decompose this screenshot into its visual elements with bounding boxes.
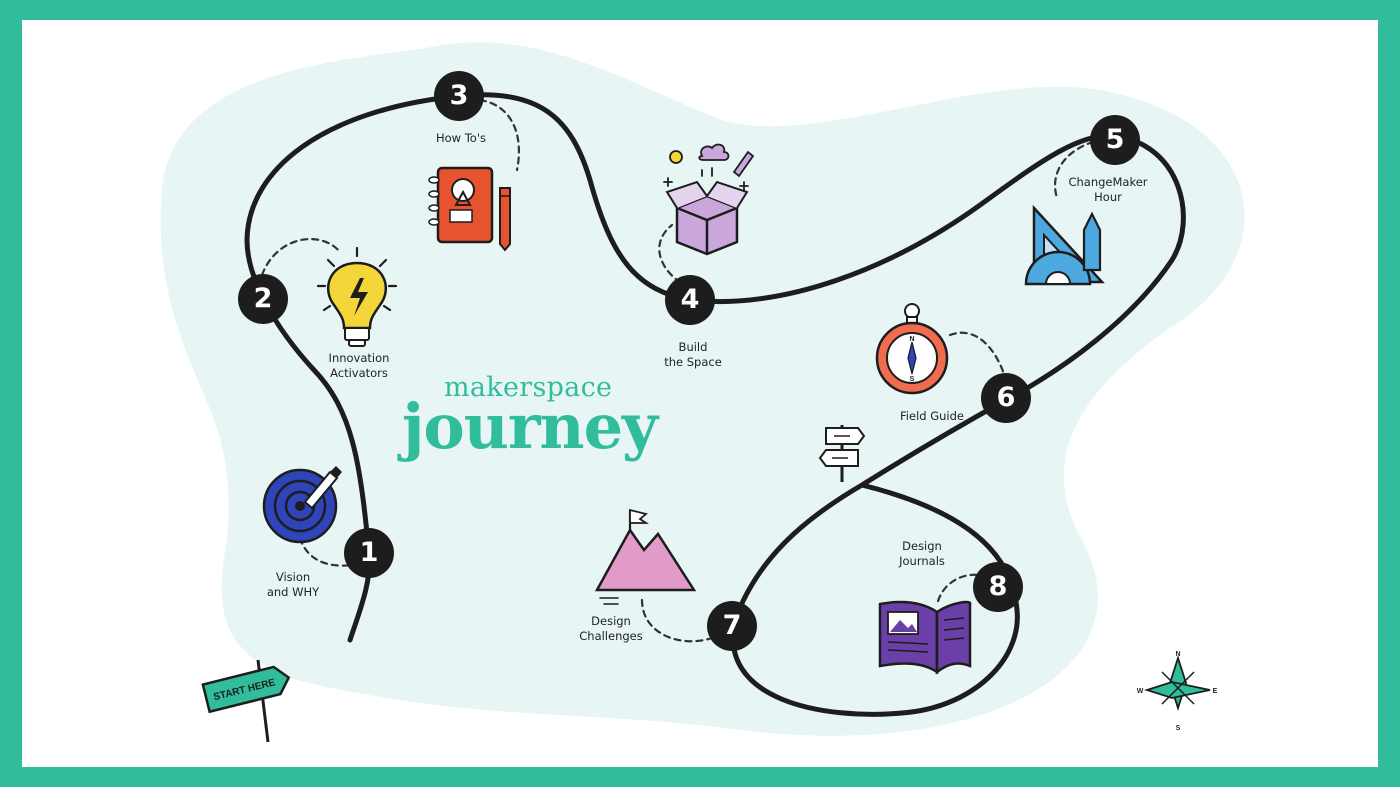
step-7-marker: 7 — [707, 601, 757, 651]
journey-map: N S — [160, 42, 1245, 743]
box-icon — [663, 143, 755, 256]
compass-n: N — [1175, 651, 1180, 658]
ruler-icon — [1024, 204, 1105, 286]
title-journey: journey — [402, 390, 658, 463]
start-here-sign: START HERE — [201, 659, 291, 743]
step-4-label: Build the Space — [664, 340, 722, 369]
target-icon — [262, 466, 342, 544]
signpost-icon — [818, 425, 866, 482]
notebook-icon — [428, 166, 511, 252]
journey-path — [244, 92, 1186, 717]
connector-4 — [658, 223, 692, 290]
step-3-label: How To's — [435, 131, 487, 145]
step-3-marker: 3 — [434, 71, 484, 121]
step-6-marker: 6 — [981, 373, 1031, 423]
step-2-marker: 2 — [238, 274, 288, 324]
field-guide-compass-n: N — [909, 336, 914, 343]
compass-icon: N S — [875, 303, 949, 395]
connector-3 — [478, 98, 521, 172]
step-1-marker: 1 — [344, 528, 394, 578]
book-icon — [878, 600, 972, 675]
step-5-marker: 5 — [1090, 115, 1140, 165]
step-4-marker: 4 — [665, 275, 715, 325]
lightbulb-icon — [316, 246, 398, 347]
title-makerspace: makerspace — [444, 372, 613, 403]
step-2-label: Innovation Activators — [328, 351, 390, 380]
connector-6 — [948, 331, 1008, 382]
step-5-label: ChangeMaker Hour — [1068, 175, 1148, 204]
journey-map-frame: N S — [22, 20, 1378, 767]
connector-1 — [298, 536, 354, 567]
connector-8 — [935, 573, 999, 607]
background-blob — [160, 42, 1245, 736]
step-6-label: Field Guide — [900, 409, 964, 423]
connector-7 — [640, 598, 714, 643]
compass-s: S — [1176, 725, 1181, 732]
mountain-icon — [594, 508, 697, 605]
step-1-label: Vision and WHY — [266, 570, 320, 599]
step-8-label: Design Journals — [899, 539, 945, 568]
field-guide-compass-s: S — [910, 376, 915, 383]
connector-2 — [260, 237, 342, 277]
compass-w: W — [1137, 688, 1144, 695]
step-7-label: Design Challenges — [579, 614, 643, 643]
compass-e: E — [1213, 688, 1218, 695]
compass-rose-icon: N E S W — [1137, 651, 1218, 732]
step-8-marker: 8 — [973, 562, 1023, 612]
